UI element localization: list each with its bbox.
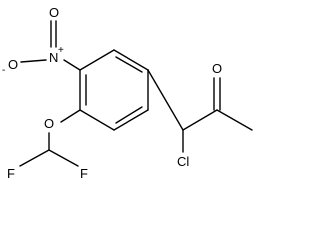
nitro-oxygen-top-label: O — [49, 5, 59, 20]
ring-to-methine-bond — [147, 69, 184, 131]
nitro-oxygen-charge: - — [2, 65, 5, 76]
methine-to-carbonyl-bond — [182, 109, 218, 131]
fluorine-right-label: F — [80, 166, 88, 181]
ring-to-nitrogen-bond — [63, 59, 81, 71]
nitro-nitrogen-charge: + — [58, 45, 64, 56]
benzene-ring — [79, 49, 149, 131]
difluoromethoxy-group: O F F — [7, 109, 88, 181]
nitrogen-oxygen-single-bond — [20, 59, 47, 63]
chemical-structure-diagram: O N + O - O F F O Cl — [2, 5, 253, 181]
ring-double-bond — [115, 106, 143, 124]
nitro-group: O N + O - — [2, 5, 81, 76]
ring-bond — [79, 109, 115, 131]
ring-bond — [113, 49, 149, 71]
ring-bond — [79, 49, 115, 71]
carbonyl-to-methyl-bond — [216, 109, 253, 131]
ring-bond — [113, 109, 149, 131]
nitro-oxygen-left-label: O — [8, 57, 18, 72]
fluorine-left-label: F — [7, 166, 15, 181]
carbon-to-fluorine-bond — [48, 149, 79, 167]
chloropropanone-chain: O Cl — [147, 61, 253, 169]
ketone-oxygen-label: O — [212, 61, 222, 76]
carbon-to-fluorine-bond — [19, 149, 50, 167]
chlorine-label: Cl — [177, 154, 189, 169]
ring-double-bond — [115, 56, 143, 73]
nitro-nitrogen-label: N — [49, 50, 58, 65]
ring-to-ether-oxygen-bond — [60, 109, 81, 123]
ether-oxygen-label: O — [44, 116, 54, 131]
